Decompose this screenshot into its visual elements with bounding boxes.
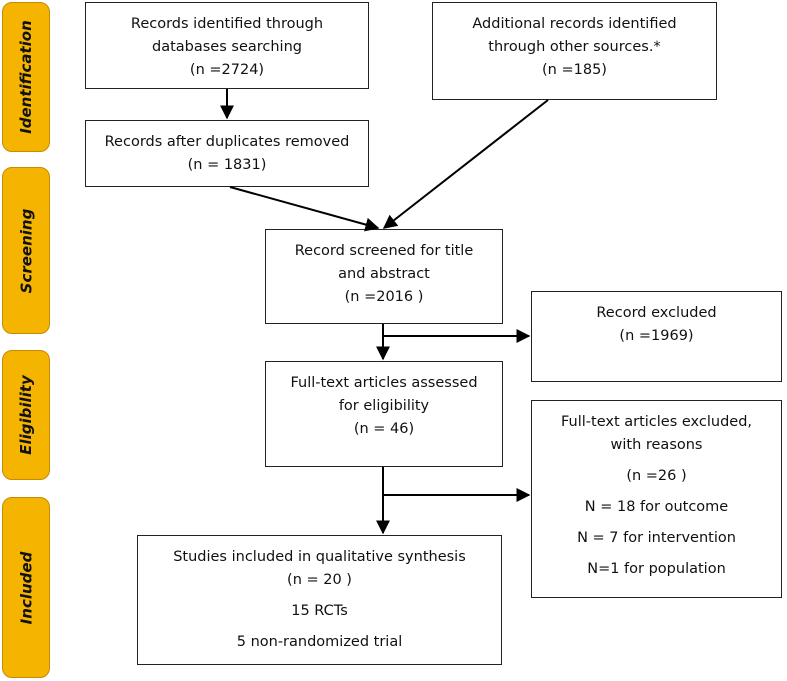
- arrow-duplicates-to-screened: [229, 186, 380, 232]
- phase-included-label: Included: [17, 551, 35, 624]
- other-sources-line2: through other sources.*: [488, 39, 661, 55]
- arrow-other-to-screened: [382, 99, 549, 229]
- phase-screening: Screening: [2, 167, 50, 334]
- phase-screening-label: Screening: [17, 208, 35, 293]
- fulltext-excluded-line2: with reasons: [610, 437, 703, 453]
- included-count: (n = 20 ): [287, 572, 352, 588]
- screened-box: Record screened for title and abstract (…: [265, 229, 503, 324]
- other-sources-box: Additional records identified through ot…: [432, 2, 717, 100]
- fulltext-assessed-count: (n = 46): [353, 421, 415, 437]
- db-search-line2: databases searching: [152, 39, 302, 55]
- fulltext-excluded-count: (n =26 ): [626, 468, 687, 484]
- excluded-line1: Record excluded: [596, 305, 717, 321]
- fulltext-assessed-line2: for eligibility: [338, 398, 430, 414]
- phase-identification-label: Identification: [17, 20, 36, 134]
- included-detail-nonrandomized: 5 non-randomized trial: [236, 634, 403, 650]
- db-search-line1: Records identified through: [130, 16, 324, 32]
- duplicates-removed-box: Records after duplicates removed (n = 18…: [85, 120, 369, 187]
- fulltext-excluded-reason-outcome: N = 18 for outcome: [584, 499, 729, 515]
- excluded-box: Record excluded (n =1969): [531, 291, 782, 382]
- phase-included: Included: [2, 497, 50, 678]
- phase-eligibility: Eligibility: [2, 350, 50, 480]
- screened-count: (n =2016 ): [344, 289, 424, 305]
- screened-line1: Record screened for title: [294, 243, 474, 259]
- fulltext-excluded-line1: Full-text articles excluded,: [560, 414, 753, 430]
- excluded-count: (n =1969): [619, 328, 694, 344]
- fulltext-assessed-box: Full-text articles assessed for eligibil…: [265, 361, 503, 467]
- fulltext-excluded-box: Full-text articles excluded, with reason…: [531, 400, 782, 598]
- included-line1: Studies included in qualitative synthesi…: [173, 549, 466, 565]
- duplicates-removed-line1: Records after duplicates removed: [104, 134, 350, 150]
- included-box: Studies included in qualitative synthesi…: [137, 535, 502, 665]
- included-detail-rcts: 15 RCTs: [291, 603, 348, 619]
- other-sources-count: (n =185): [542, 62, 607, 78]
- other-sources-line1: Additional records identified: [472, 16, 677, 32]
- fulltext-assessed-line1: Full-text articles assessed: [290, 375, 478, 391]
- db-search-box: Records identified through databases sea…: [85, 2, 369, 89]
- fulltext-excluded-reason-population: N=1 for population: [587, 561, 726, 577]
- phase-identification: Identification: [2, 2, 50, 152]
- screened-line2: and abstract: [338, 266, 430, 282]
- phase-eligibility-label: Eligibility: [17, 375, 35, 455]
- fulltext-excluded-reason-intervention: N = 7 for intervention: [577, 530, 736, 546]
- duplicates-removed-count: (n = 1831): [187, 157, 267, 173]
- db-search-count: (n =2724): [189, 62, 265, 78]
